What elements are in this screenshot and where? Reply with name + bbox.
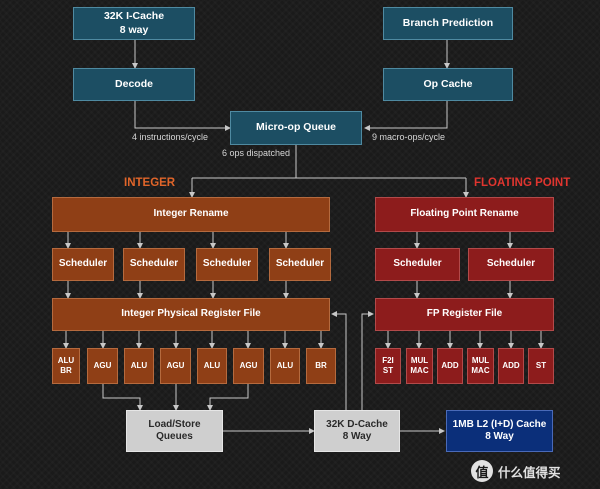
dcache-ways: 8 Way <box>342 431 372 442</box>
integer-rename-block: Integer Rename <box>52 197 330 232</box>
integer-register-file-label: Integer Physical Register File <box>121 308 261 320</box>
integer-exec-unit: BR <box>306 348 336 384</box>
fp-rename-label: Floating Point Rename <box>410 208 519 220</box>
exec-unit-label: ADD <box>502 361 520 371</box>
exec-unit-sublabel: MAC <box>410 366 429 375</box>
integer-scheduler-label: Scheduler <box>202 258 252 270</box>
branch-prediction-label: Branch Prediction <box>402 16 494 29</box>
exec-unit-label: MUL <box>471 356 490 366</box>
decode-label: Decode <box>115 77 153 90</box>
micro-op-queue-label: Micro-op Queue <box>256 121 336 134</box>
fp-heading: FLOATING POINT <box>474 177 571 189</box>
integer-heading: INTEGER <box>124 177 176 189</box>
exec-unit-label: ALU <box>203 361 221 371</box>
lsq-subtitle: Queues <box>156 431 193 442</box>
fp-exec-unit: ST <box>528 348 554 384</box>
fp-register-file-label: FP Register File <box>426 308 503 320</box>
site-logo-icon: 值 <box>471 460 493 482</box>
integer-scheduler-label: Scheduler <box>129 258 179 270</box>
opcache-rate-label: 9 macro-ops/cycle <box>372 132 446 142</box>
l2-title: 1MB L2 (I+D) Cache <box>452 418 547 430</box>
dcache-title: 32K D-Cache <box>326 418 388 430</box>
integer-exec-unit: ALU <box>197 348 227 384</box>
integer-register-file-block: Integer Physical Register File <box>52 298 330 331</box>
integer-exec-unit: AGU <box>160 348 191 384</box>
site-watermark: 值 什么值得买 <box>471 460 561 482</box>
integer-exec-unit: AGU <box>233 348 264 384</box>
exec-unit-label: ST <box>535 361 547 371</box>
exec-unit-label: ALU <box>276 361 294 371</box>
site-watermark-text: 什么值得买 <box>498 465 561 480</box>
exec-unit-sublabel: BR <box>60 366 72 375</box>
exec-unit-label: MUL <box>410 356 429 366</box>
exec-unit-label: AGU <box>239 361 258 371</box>
fp-scheduler-label: Scheduler <box>393 258 442 270</box>
icache-ways: 8 way <box>119 23 149 36</box>
integer-scheduler: Scheduler <box>52 248 114 281</box>
fp-scheduler-label: Scheduler <box>486 258 536 270</box>
exec-unit-label: ALU <box>57 356 75 366</box>
micro-op-queue-block: Micro-op Queue <box>230 111 362 145</box>
integer-exec-unit: ALU <box>270 348 300 384</box>
exec-unit-sublabel: ST <box>382 366 394 375</box>
integer-scheduler: Scheduler <box>196 248 258 281</box>
integer-exec-unit: AGU <box>87 348 118 384</box>
decode-block: Decode <box>73 68 195 101</box>
branch-prediction-block: Branch Prediction <box>383 7 513 40</box>
integer-scheduler-label: Scheduler <box>58 258 108 270</box>
decode-rate-label: 4 instructions/cycle <box>132 132 209 142</box>
fp-exec-unit: ADD <box>498 348 524 384</box>
exec-unit-label: AGU <box>166 361 185 371</box>
l2-ways: 8 Way <box>485 431 514 442</box>
exec-unit-label: ADD <box>441 361 459 371</box>
icache-title: 32K I-Cache <box>103 10 165 23</box>
integer-rename-label: Integer Rename <box>153 208 229 220</box>
integer-scheduler: Scheduler <box>123 248 185 281</box>
fp-exec-unit: ADD <box>437 348 463 384</box>
fp-register-file-block: FP Register File <box>375 298 554 331</box>
exec-unit-label: ALU <box>130 361 148 371</box>
exec-unit-label: BR <box>315 361 327 371</box>
integer-scheduler-label: Scheduler <box>275 258 325 270</box>
integer-scheduler: Scheduler <box>269 248 331 281</box>
exec-unit-label: AGU <box>93 361 112 371</box>
exec-unit-label: F2I <box>382 356 394 366</box>
fp-scheduler: Scheduler <box>375 248 460 281</box>
lsq-title: Load/Store <box>148 418 201 430</box>
op-cache-block: Op Cache <box>383 68 513 101</box>
fp-rename-block: Floating Point Rename <box>375 197 554 232</box>
fp-scheduler: Scheduler <box>468 248 554 281</box>
dispatch-label: 6 ops dispatched <box>222 148 291 158</box>
op-cache-label: Op Cache <box>423 77 473 90</box>
exec-unit-sublabel: MAC <box>471 366 490 375</box>
integer-exec-unit: ALU <box>124 348 154 384</box>
